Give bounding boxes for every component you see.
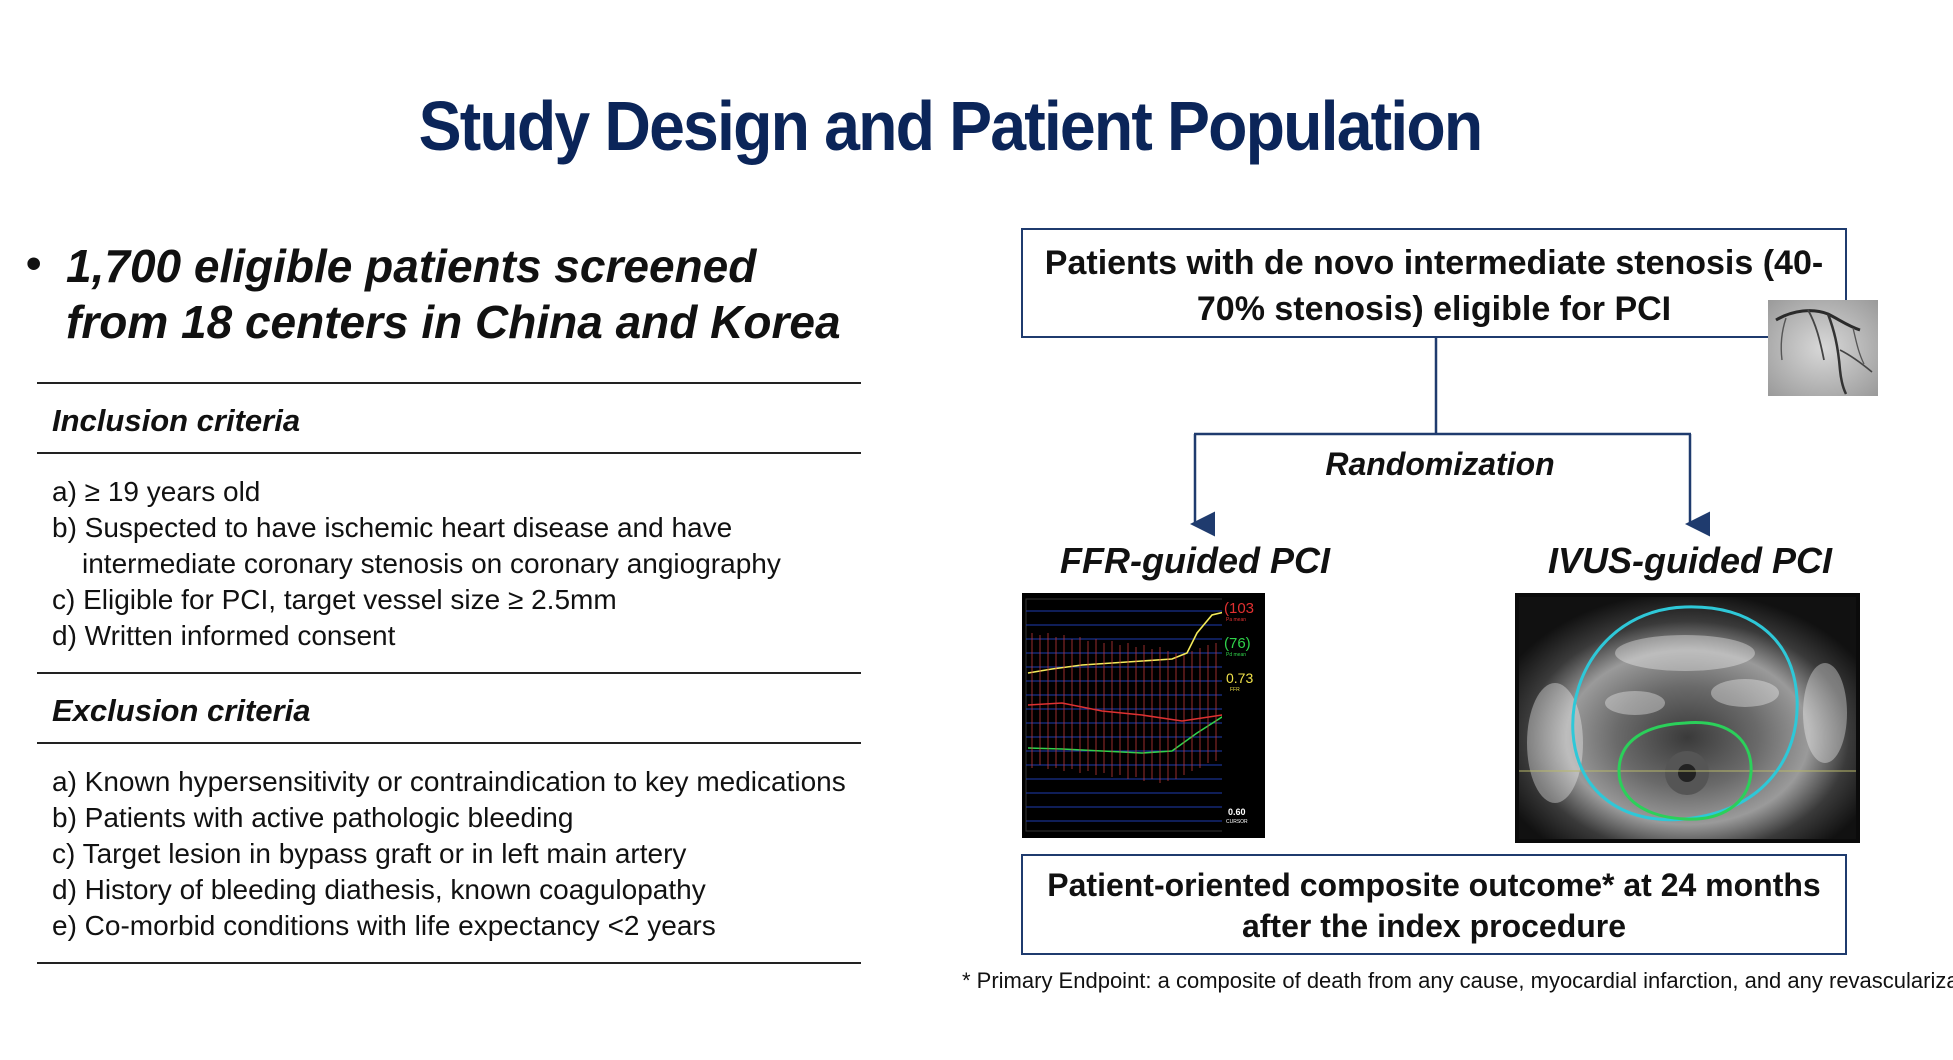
population-box: Patients with de novo intermediate steno… [1021, 228, 1847, 338]
page-title: Study Design and Patient Population [418, 87, 1484, 165]
randomization-label: Randomization [1325, 446, 1555, 482]
exclusion-item: b) Patients with active pathologic bleed… [52, 802, 574, 833]
divider [37, 672, 861, 674]
exclusion-list: a) Known hypersensitivity or contraindic… [52, 764, 872, 944]
ffr-pa-value: (103 [1224, 600, 1255, 617]
ffr-pd-label: Pd mean [1226, 652, 1247, 658]
ivus-cross-section-image [1515, 593, 1860, 843]
inclusion-list: a) ≥ 19 years old b) Suspected to have i… [52, 474, 872, 654]
inclusion-item: d) Written informed consent [52, 620, 396, 651]
angiogram-image [1768, 300, 1878, 396]
divider [37, 382, 861, 384]
inclusion-heading: Inclusion criteria [52, 403, 301, 438]
divider [37, 962, 861, 964]
exclusion-item: a) Known hypersensitivity or contraindic… [52, 766, 846, 797]
exclusion-heading: Exclusion criteria [52, 693, 311, 728]
ffr-readout-panel: (103 Pa mean (76) Pd mean 0.73 FFR 0.60 … [1222, 593, 1265, 838]
ffr-pd-value: (76) [1224, 635, 1251, 652]
ffr-cursor-label: CURSOR [1226, 819, 1248, 825]
exclusion-item: d) History of bleeding diathesis, known … [52, 874, 706, 905]
inclusion-item: b) Suspected to have ischemic heart dise… [52, 512, 781, 579]
ffr-arm-label: FFR-guided PCI [1060, 540, 1330, 581]
divider [37, 742, 861, 744]
ivus-arm-label: IVUS-guided PCI [1547, 540, 1832, 581]
bullet-icon: • [26, 239, 42, 288]
inclusion-item: c) Eligible for PCI, target vessel size … [52, 584, 617, 615]
footnote: * Primary Endpoint: a composite of death… [962, 968, 1953, 993]
pressure-tracing-image: (103 Pa mean (76) Pd mean 0.73 FFR 0.60 … [1022, 593, 1265, 838]
exclusion-item: c) Target lesion in bypass graft or in l… [52, 838, 687, 869]
divider [37, 452, 861, 454]
screening-text: 1,700 eligible patients screened from 18… [66, 240, 841, 348]
inclusion-item: a) ≥ 19 years old [52, 476, 261, 507]
ffr-ratio-value: 0.73 [1226, 670, 1254, 686]
outcome-box: Patient-oriented composite outcome* at 2… [1021, 854, 1847, 955]
ffr-cursor-value: 0.60 [1228, 807, 1246, 817]
ffr-pa-label: Pa mean [1226, 617, 1247, 623]
exclusion-item: e) Co-morbid conditions with life expect… [52, 910, 716, 941]
ffr-ratio-label: FFR [1230, 687, 1240, 693]
